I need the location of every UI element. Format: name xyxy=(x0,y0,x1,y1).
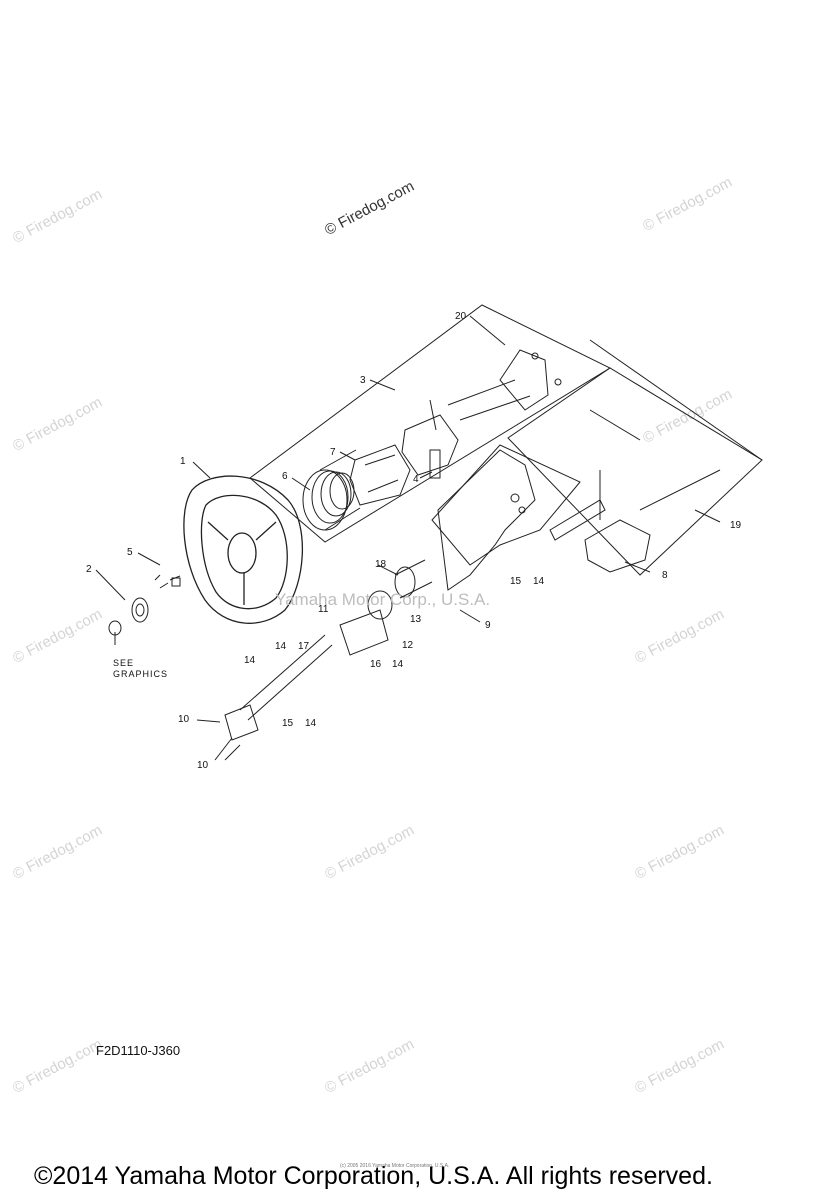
steering-cable xyxy=(224,559,433,761)
callout-11: 11 xyxy=(318,604,329,615)
callout-17: 17 xyxy=(298,641,310,652)
callout-10b: 10 xyxy=(197,760,209,771)
callout-6: 6 xyxy=(282,471,288,482)
callout-15b: 15 xyxy=(282,718,294,729)
center-watermark: Yamaha Motor Corp., U.S.A. xyxy=(275,590,490,609)
callout-8: 8 xyxy=(662,570,668,581)
callout-14b: 14 xyxy=(244,655,256,666)
fine-print: (c) 2005 2016 Yamaha Motor Corporation, … xyxy=(340,1163,450,1169)
callout-15b-14: 14 xyxy=(305,718,317,729)
part-9-bracket xyxy=(437,449,536,591)
callout-16: 16 xyxy=(370,659,382,670)
group-box-9 xyxy=(431,444,581,566)
callout-13: 13 xyxy=(410,614,422,625)
callout-15a: 15 xyxy=(510,576,522,587)
steering-wheel xyxy=(183,475,303,624)
group-box-8 xyxy=(507,367,763,576)
parts-2-5-nut xyxy=(108,574,181,636)
callout-19: 19 xyxy=(730,520,742,531)
callout-7: 7 xyxy=(330,447,336,458)
callout-4: 4 xyxy=(413,474,419,485)
callout-3: 3 xyxy=(360,375,366,386)
footer-copyright: ©2014 Yamaha Motor Corporation, U.S.A. A… xyxy=(34,1162,713,1190)
callout-18: 18 xyxy=(375,559,387,570)
callout-16-14: 14 xyxy=(392,659,404,670)
callout-9: 9 xyxy=(485,620,491,631)
part-7-cover xyxy=(349,444,411,506)
part-6-boot xyxy=(302,449,361,531)
callout-14a: 14 xyxy=(275,641,287,652)
helm-unit xyxy=(401,379,531,479)
callout-20: 20 xyxy=(455,311,467,322)
group-box-3 xyxy=(249,304,612,543)
part-8-housing xyxy=(549,409,721,573)
callout-10a: 10 xyxy=(178,714,190,725)
callout-12: 12 xyxy=(402,640,414,651)
leader-line xyxy=(589,339,763,461)
callout-5: 5 xyxy=(127,547,133,558)
callout-1: 1 xyxy=(180,456,186,467)
part-20-plate xyxy=(499,349,562,411)
diagram-code: F2D1110-J360 xyxy=(96,1043,181,1058)
see-graphics-line1: SEE xyxy=(113,658,134,668)
callout-15a-14: 14 xyxy=(533,576,545,587)
callout-2: 2 xyxy=(86,564,92,575)
see-graphics-line2: GRAPHICS xyxy=(113,669,168,679)
